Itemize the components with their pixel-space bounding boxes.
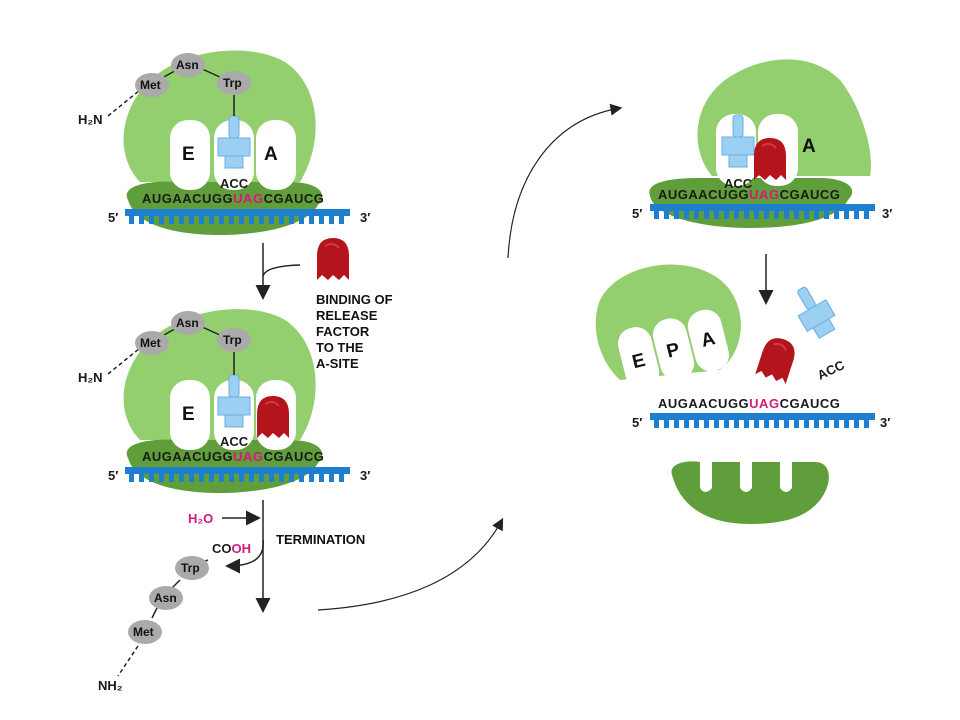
- trna-icon: [786, 280, 842, 343]
- binding-caption: BINDING OF RELEASE FACTOR TO THE A-SITE: [316, 292, 396, 371]
- anticodon-label: ACC: [220, 434, 249, 449]
- trp-residue: [217, 328, 251, 352]
- release-factor-icon: [753, 137, 787, 181]
- site-a-label: A: [264, 144, 278, 165]
- asn-residue: [171, 311, 205, 335]
- five-prime-label: 5′: [632, 206, 642, 221]
- five-prime-label: 5′: [108, 210, 118, 225]
- met-label: Met: [133, 625, 154, 639]
- asn-label: Asn: [176, 58, 199, 72]
- trp-label: Trp: [223, 333, 242, 347]
- trp-residue: [175, 556, 209, 580]
- met-residue: [135, 73, 169, 97]
- site-a-label: A: [802, 136, 816, 157]
- asn-label: Asn: [154, 591, 177, 605]
- anticodon-label: ACC: [220, 176, 249, 191]
- h2n-label: H₂N: [78, 370, 103, 385]
- asn-residue: [171, 53, 205, 77]
- site-e-label: E: [182, 404, 195, 425]
- arrow-icon: [507, 103, 623, 259]
- five-prime-label: 5′: [108, 468, 118, 483]
- ribosome-small-subunit: [671, 461, 829, 524]
- water-label: H₂O: [188, 511, 213, 526]
- release-factor-icon: [754, 333, 800, 386]
- carboxyl-label: COOH: [212, 541, 251, 556]
- three-prime-label: 3′: [360, 210, 370, 225]
- ribosome-small-subunit: [649, 178, 853, 228]
- arrow-icon: [317, 517, 504, 611]
- panel-ribosome-stop-codon: E A ACC Met Asn Trp H₂N AUGAACUGGUAGCGAU…: [78, 50, 370, 235]
- asn-residue: [149, 586, 183, 610]
- e-site-pocket: [617, 327, 660, 389]
- site-p-label: P: [665, 339, 683, 363]
- trp-label: Trp: [223, 76, 242, 90]
- mrna-sequence: AUGAACUGGUAGCGAUCG: [658, 187, 840, 202]
- a-site-pocket: [687, 309, 730, 372]
- panel-release-factor-bound: E ACC Met Asn Trp H₂N AUGAACUGGUAGCGAUCG…: [78, 309, 370, 493]
- asn-label: Asn: [176, 316, 199, 330]
- three-prime-label: 3′: [880, 415, 890, 430]
- termination-step: H₂O COOH TERMINATION Trp Asn Met NH₂: [98, 500, 365, 693]
- termination-label: TERMINATION: [276, 532, 365, 547]
- nh2-label: NH₂: [98, 678, 123, 693]
- five-prime-label: 5′: [632, 415, 642, 430]
- e-site-pocket: [170, 120, 210, 190]
- mrna-sequence: AUGAACUGGUAGCGAUCG: [142, 191, 324, 206]
- met-residue: [128, 620, 162, 644]
- panel-release-factor-at-a-site: A ACC AUGAACUGGUAGCGAUCG 5′ 3′: [632, 59, 892, 228]
- met-label: Met: [140, 336, 161, 350]
- mrna-strand: [650, 413, 875, 428]
- met-label: Met: [140, 78, 161, 92]
- mrna-sequence: AUGAACUGGUAGCGAUCG: [142, 449, 324, 464]
- e-site-pocket: [170, 380, 210, 450]
- release-factor-icon: [316, 237, 350, 281]
- panel-ribosome-dissociation: E P A ACC AUGAACUGGUAGCGAUCG 5′ 3′: [595, 264, 890, 524]
- site-e-label: E: [630, 350, 647, 373]
- release-factor-icon: [256, 395, 290, 439]
- anticodon-label: ACC: [724, 176, 753, 191]
- p-site-pocket: [652, 318, 695, 381]
- a-site-pocket: [256, 120, 296, 190]
- mrna-sequence: AUGAACUGGUAGCGAUCG: [658, 396, 840, 411]
- h2n-label: H₂N: [78, 112, 103, 127]
- site-a-label: A: [699, 328, 718, 352]
- trp-label: Trp: [181, 561, 200, 575]
- three-prime-label: 3′: [882, 206, 892, 221]
- three-prime-label: 3′: [360, 468, 370, 483]
- site-e-label: E: [182, 144, 195, 165]
- binding-step: BINDING OF RELEASE FACTOR TO THE A-SITE: [255, 237, 396, 371]
- trp-residue: [217, 71, 251, 95]
- met-residue: [135, 331, 169, 355]
- anticodon-label: ACC: [815, 357, 847, 383]
